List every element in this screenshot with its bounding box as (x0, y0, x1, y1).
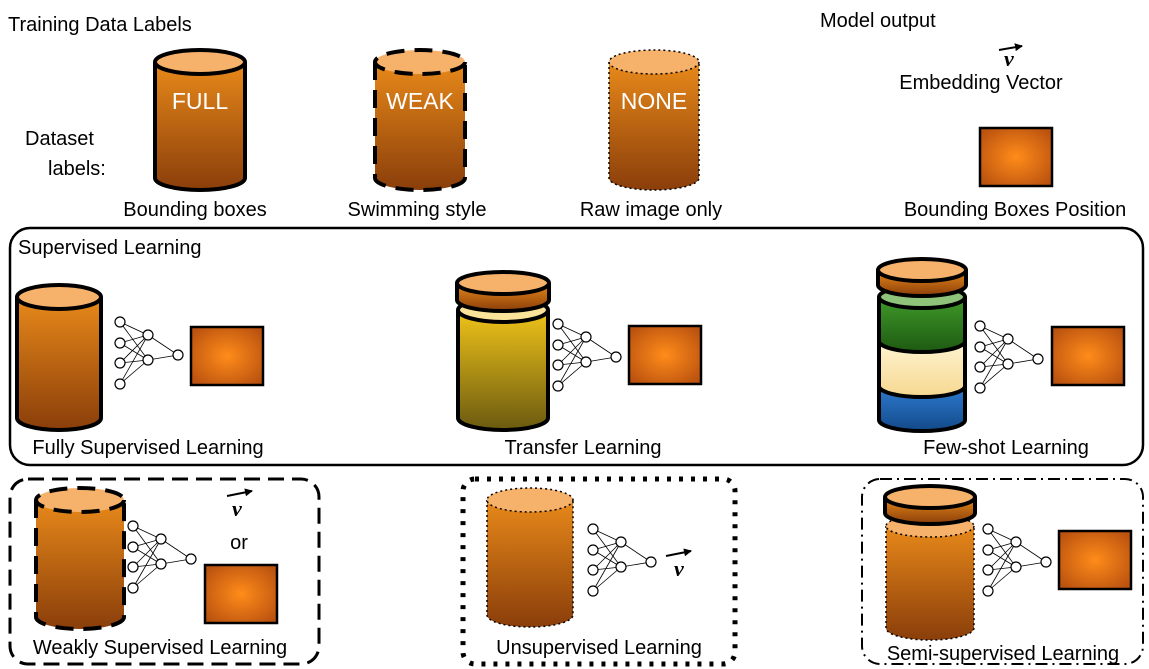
fewshot-pretrained-disc (876, 257, 968, 298)
full-caption: Bounding boxes (123, 199, 266, 221)
vector-v-text: v (1004, 46, 1014, 71)
semi-output-box (1057, 529, 1133, 591)
weakly-supervised-panel (8, 477, 321, 666)
model-output-title: Model output (820, 10, 936, 32)
none-caption: Raw image only (580, 199, 722, 221)
transfer-data-cylinder (456, 296, 550, 432)
weak-cylinder-text: WEAK (386, 88, 454, 114)
weakly-or-text: or (230, 532, 248, 554)
fully-supervised-label: Fully Supervised Learning (32, 437, 263, 459)
weakly-output-box (203, 563, 279, 625)
neural-network-icon (552, 318, 622, 392)
none-label-cylinder: NONE (608, 49, 700, 191)
semi-supervised-panel (861, 478, 1144, 665)
none-cylinder-text: NONE (621, 88, 687, 114)
embedding-caption: Embedding Vector (899, 72, 1063, 94)
fully-supervised-cylinder (15, 283, 103, 432)
unsupervised-label: Unsupervised Learning (496, 637, 702, 659)
transfer-pretrained-disc (455, 270, 551, 313)
full-label-cylinder: FULL (153, 48, 247, 192)
dataset-labels-line2: labels: (48, 158, 106, 180)
supervised-learning-title: Supervised Learning (18, 237, 201, 259)
neural-network-icon (974, 320, 1044, 394)
fewshot-output-box (1050, 325, 1126, 387)
neural-network-icon (114, 316, 184, 390)
unsupervised-panel (460, 476, 738, 667)
full-cylinder-text: FULL (172, 88, 228, 114)
bbox-caption: Bounding Boxes Position (904, 199, 1126, 221)
weak-label-cylinder: WEAK (373, 48, 467, 192)
fewshot-learning-label: Few-shot Learning (923, 437, 1089, 459)
neural-network-icon (982, 523, 1052, 597)
neural-network-icon (127, 520, 197, 594)
weakly-vector-v-text: v (232, 496, 242, 521)
bbox-output-box (978, 126, 1054, 188)
transfer-output-box (627, 324, 703, 386)
unsupervised-cylinder (486, 487, 574, 628)
supervised-learning-panel (8, 226, 1145, 467)
unsupervised-vector-v-text: v (674, 556, 684, 581)
semi-supervised-label: Semi-supervised Learning (887, 643, 1119, 665)
weak-caption: Swimming style (348, 199, 487, 221)
fewshot-cream-segment (877, 341, 967, 399)
weakly-supervised-cylinder (34, 486, 126, 631)
training-data-labels-title: Training Data Labels (8, 14, 192, 36)
neural-network-icon (587, 523, 657, 597)
weakly-supervised-label: Weakly Supervised Learning (33, 637, 287, 659)
transfer-learning-label: Transfer Learning (504, 437, 661, 459)
semi-labeled-disc (883, 484, 977, 526)
semi-unlabeled-cylinder (885, 514, 975, 641)
dataset-labels-line1: Dataset (25, 128, 94, 150)
weakly-vector-symbol: v (226, 488, 253, 521)
fully-output-box (189, 325, 265, 387)
embedding-vector-symbol: v (998, 43, 1023, 71)
unsupervised-vector-symbol: v (665, 548, 692, 581)
